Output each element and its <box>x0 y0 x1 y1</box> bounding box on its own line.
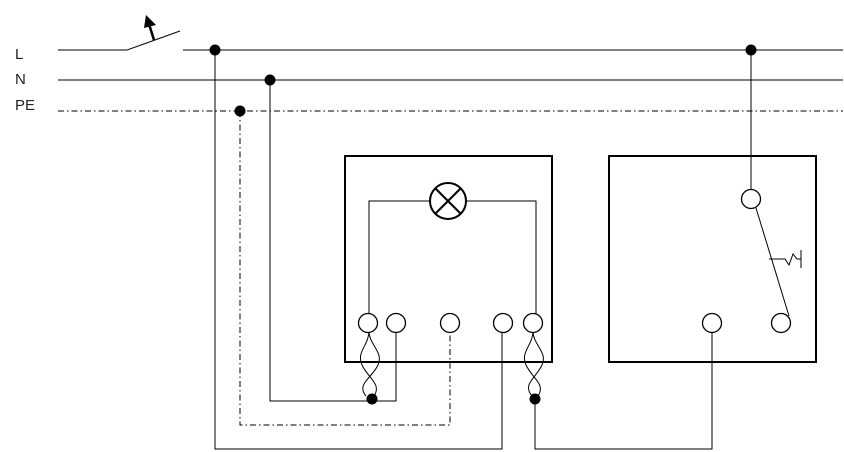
twisted-wire-right <box>528 330 544 397</box>
live-drop-wire <box>214 50 503 450</box>
label-live: L <box>15 46 24 63</box>
lamp-box-outline <box>344 155 553 363</box>
lamp-icon <box>429 182 467 220</box>
switched-live-wire <box>534 331 713 450</box>
twisted-wire-right <box>524 330 541 397</box>
lamp-box-terminal <box>439 312 461 334</box>
switch-actuator-arrow-icon <box>144 15 156 41</box>
earth-drop-wire <box>239 111 451 426</box>
lamp-wire-left <box>368 200 430 316</box>
switch-terminal <box>770 312 792 334</box>
lamp-box-terminal <box>522 312 544 334</box>
lamp-box-terminal <box>357 312 379 334</box>
neutral-drop-wire <box>269 80 372 402</box>
switch-terminal <box>740 188 762 210</box>
twisted-wire-left <box>362 330 380 397</box>
feed-wires <box>214 50 752 450</box>
label-earth: PE <box>15 97 36 114</box>
twisted-wire-left <box>360 330 377 397</box>
junction-dot <box>366 393 378 405</box>
junction-dot <box>745 44 757 56</box>
lamp-box-terminal <box>492 312 514 334</box>
supply-lines <box>58 30 843 112</box>
switch-contact-lever <box>755 207 790 317</box>
pushbutton-actuator-icon <box>769 250 802 268</box>
switch-box-outline <box>608 155 817 363</box>
lamp-box-terminal <box>385 312 407 334</box>
terminal-2-wire <box>372 331 397 402</box>
lamp-wire-right <box>466 200 537 316</box>
switch-terminal <box>701 312 723 334</box>
junction-dot <box>264 74 276 86</box>
main-switch-blade <box>126 30 181 51</box>
label-neutral: N <box>15 71 26 88</box>
switch-box <box>608 155 817 363</box>
junction-dot <box>529 393 541 405</box>
junction-dot <box>234 105 246 117</box>
junctions <box>209 44 757 117</box>
lamp-box <box>344 155 713 450</box>
junction-dot <box>209 44 221 56</box>
